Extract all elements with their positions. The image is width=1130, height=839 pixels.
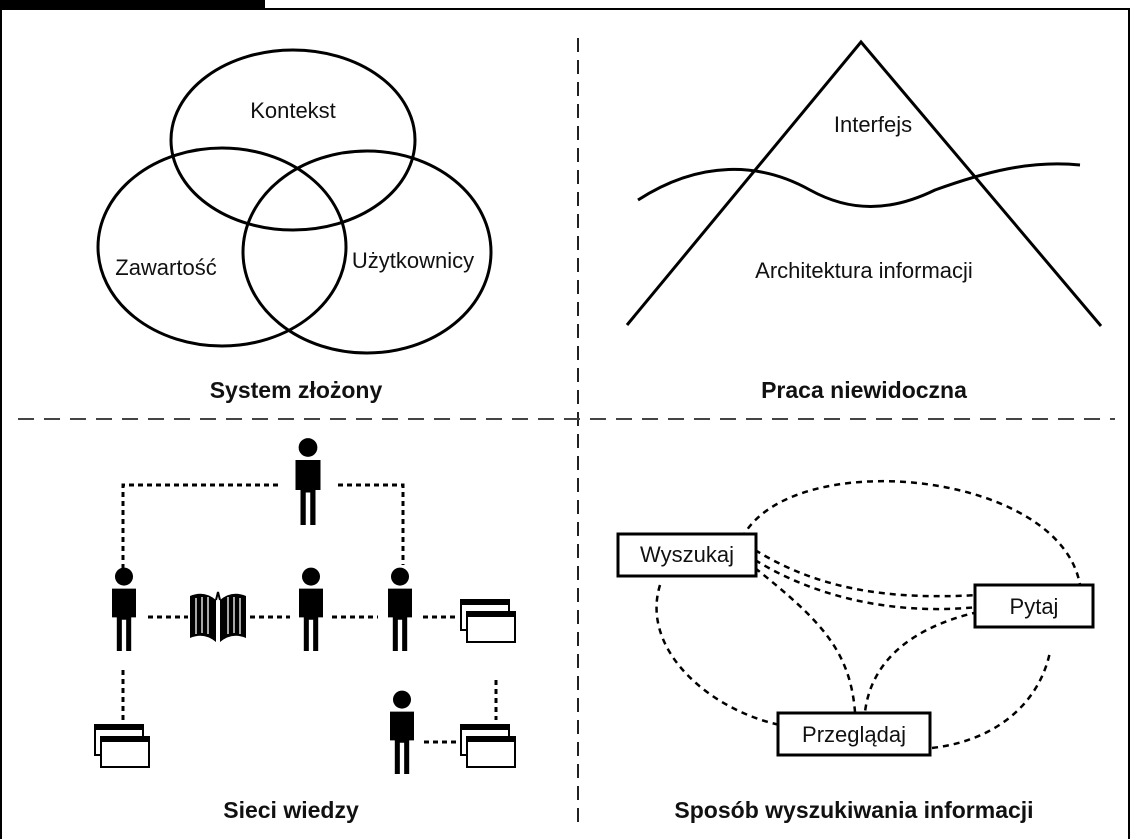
seeking-links [655, 480, 1082, 750]
panel-caption-invisible-work: Praca niewidoczna [761, 377, 967, 403]
book-icon [190, 591, 246, 642]
window-stack-icon [460, 724, 516, 768]
node-browse-label: Przeglądaj [802, 722, 906, 747]
venn-label-content: Zawartość [115, 255, 216, 280]
panel-knowledge-networks: Sieci wiedzy [94, 438, 516, 823]
window-stack-icon [460, 599, 516, 643]
label-interface: Interfejs [834, 112, 912, 137]
person-icon [388, 567, 412, 651]
node-ask: Pytaj [973, 583, 1095, 629]
window-stack-icon [94, 724, 150, 768]
venn-circle-users [241, 149, 493, 355]
venn-circle-context [169, 48, 417, 232]
person-icon [295, 438, 321, 525]
node-search-label: Wyszukaj [640, 542, 734, 567]
panel-invisible-work: Interfejs Architektura informacji Praca … [625, 39, 1103, 403]
panel-caption-knowledge-networks: Sieci wiedzy [223, 797, 359, 823]
network-links [121, 483, 498, 744]
person-icon [112, 567, 136, 651]
node-search: Wyszukaj [616, 532, 758, 578]
panel-caption-complex-system: System złożony [210, 377, 383, 403]
venn-circle-content [96, 146, 348, 348]
panel-info-seeking: Wyszukaj Pytaj Przeglądaj Sposób wyszuki… [616, 480, 1095, 823]
venn-label-context: Kontekst [250, 98, 336, 123]
node-browse: Przeglądaj [776, 711, 932, 757]
panel-complex-system: Kontekst Zawartość Użytkownicy System zł… [96, 48, 493, 403]
iceberg-peak [625, 39, 1103, 327]
waterline [637, 162, 1081, 208]
person-icon [390, 690, 414, 774]
label-information-architecture: Architektura informacji [755, 258, 973, 283]
panel-caption-info-seeking: Sposób wyszukiwania informacji [674, 797, 1033, 823]
venn-label-users: Użytkownicy [352, 248, 474, 273]
person-icon [299, 567, 323, 651]
node-ask-label: Pytaj [1010, 594, 1059, 619]
